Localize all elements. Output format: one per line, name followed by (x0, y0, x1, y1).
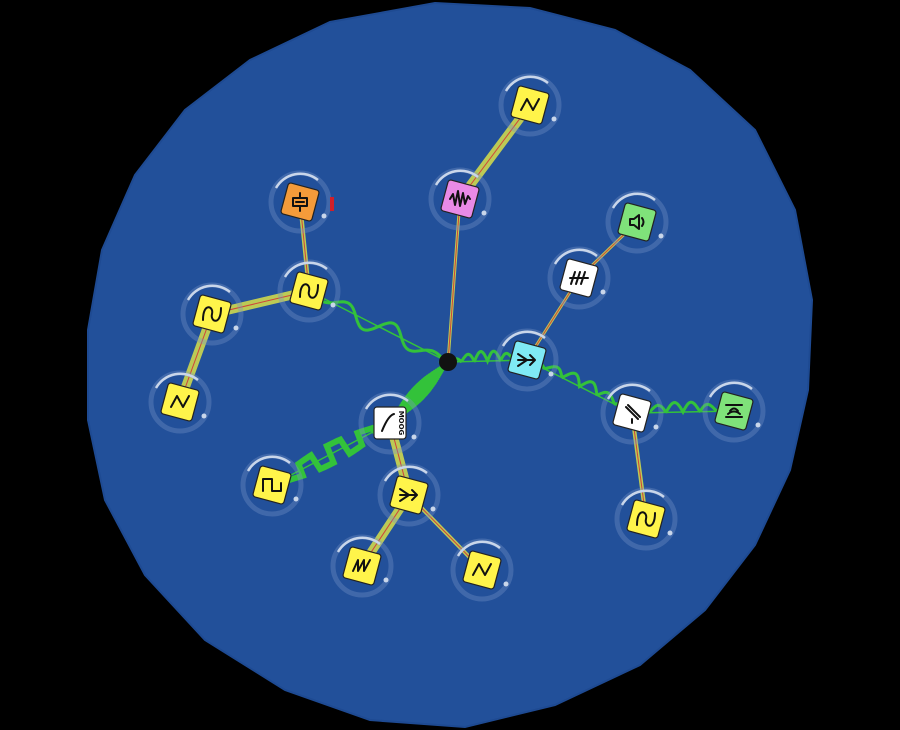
link-osc-square-to-moog-filter[interactable] (270, 420, 392, 488)
filter-curve-icon (381, 413, 395, 432)
node-ring (606, 383, 651, 400)
reverb-icon (569, 271, 589, 285)
link-osc-top-to-noise[interactable] (455, 100, 535, 204)
node-port[interactable] (201, 413, 207, 419)
node-ring (708, 381, 753, 398)
zigzag-wave-icon (520, 98, 540, 111)
nodes-layer: MOOG (148, 73, 766, 602)
mixer-arrow-icon (399, 488, 418, 502)
node-port[interactable] (411, 434, 417, 440)
cable-core (447, 198, 461, 363)
node-ring (504, 75, 549, 92)
node-port[interactable] (321, 213, 327, 219)
node-port[interactable] (430, 506, 436, 512)
node-port[interactable] (548, 371, 554, 377)
node-ring (501, 330, 546, 347)
node-speaker[interactable] (605, 190, 669, 254)
node-port[interactable] (481, 210, 487, 216)
node-ring (283, 261, 328, 278)
node-ring (456, 540, 501, 557)
node-osc-left-sine[interactable] (180, 282, 244, 346)
node-osc-top[interactable] (498, 73, 562, 137)
node-ring (364, 393, 409, 410)
node-noise[interactable] (428, 167, 492, 231)
noise-wave-icon (449, 190, 471, 207)
node-port[interactable] (293, 496, 299, 502)
waveform (270, 420, 392, 488)
node-recorder[interactable] (702, 379, 766, 443)
node-mixer-main[interactable] (495, 328, 559, 392)
waveform (526, 358, 633, 415)
node-ring (154, 372, 199, 389)
node-port[interactable] (667, 530, 673, 536)
node-ring (246, 455, 291, 472)
node-ring (336, 536, 381, 553)
node-ring (553, 248, 598, 265)
node-ring (611, 192, 656, 209)
node-sequencer[interactable] (268, 170, 332, 234)
node-moog-filter[interactable]: MOOG (358, 391, 422, 455)
sine-wave-icon (299, 283, 319, 299)
mixer-arrow-icon (517, 353, 536, 367)
node-port[interactable] (653, 424, 659, 430)
link-mixer-main-to-delay[interactable] (526, 358, 633, 415)
node-osc-mid-sine[interactable] (277, 259, 341, 323)
square-wave-icon (262, 478, 282, 492)
link-noise-to-hub[interactable] (446, 197, 462, 364)
node-port[interactable] (551, 116, 557, 122)
node-ring (383, 465, 428, 482)
node-ring (620, 489, 665, 506)
node-port[interactable] (658, 233, 664, 239)
node-reverb[interactable] (547, 246, 611, 310)
node-ring (186, 284, 231, 301)
node-label: MOOG (397, 411, 405, 436)
node-ring (434, 169, 479, 186)
node-delay[interactable] (600, 381, 664, 445)
node-port[interactable] (503, 581, 509, 587)
node-mixer-sub[interactable] (377, 463, 441, 527)
node-ring (274, 172, 319, 189)
node-tile[interactable] (617, 202, 657, 242)
node-tile[interactable] (342, 546, 382, 586)
delay-icon (625, 404, 641, 424)
sequencer-marker (330, 197, 334, 211)
sequencer-icon (292, 192, 308, 212)
saw-wave-icon (352, 559, 371, 572)
node-port[interactable] (233, 325, 239, 331)
speaker-icon (629, 214, 645, 230)
node-port[interactable] (600, 289, 606, 295)
recorder-icon (725, 404, 743, 418)
node-osc-left-zigzag[interactable] (148, 370, 212, 434)
node-osc-right-sine[interactable] (614, 487, 678, 551)
center-hub[interactable] (439, 353, 457, 371)
cable-core (459, 104, 531, 200)
node-port[interactable] (330, 302, 336, 308)
node-port[interactable] (755, 422, 761, 428)
node-osc-square[interactable] (240, 453, 304, 517)
zigzag-wave-icon (170, 395, 190, 408)
node-osc-bottom-right[interactable] (450, 538, 514, 602)
node-port[interactable] (383, 577, 389, 583)
node-osc-bottom-left[interactable] (330, 534, 394, 598)
sine-wave-icon (636, 511, 656, 527)
sine-wave-icon (202, 306, 222, 322)
zigzag-wave-icon (472, 563, 492, 576)
